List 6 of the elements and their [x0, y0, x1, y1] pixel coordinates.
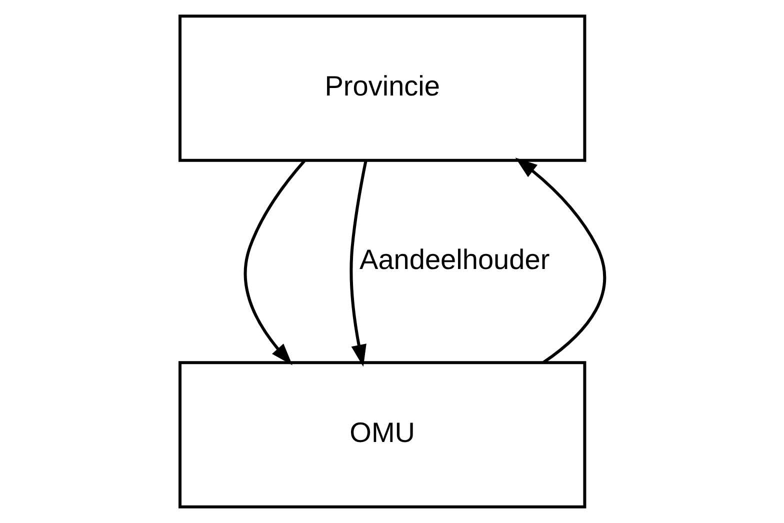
edge-label: Aandeelhouder	[359, 244, 550, 275]
arrow	[349, 160, 367, 367]
arrow	[243, 160, 305, 366]
node-box: Provincie	[178, 14, 586, 162]
arrow	[514, 158, 606, 364]
node-box: OMU	[178, 361, 586, 508]
